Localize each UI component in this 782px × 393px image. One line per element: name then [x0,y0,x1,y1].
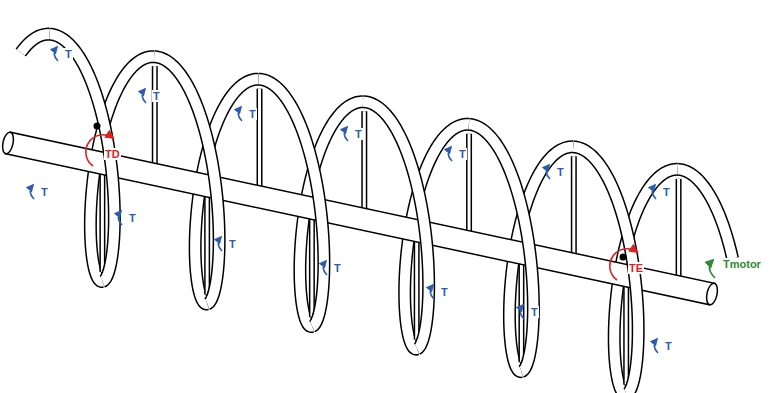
torque-label: T [248,108,257,120]
spoke [518,254,524,363]
spoke [466,134,472,243]
torque-arrow [709,260,715,278]
torque-label: T [40,186,49,198]
helix-outline [363,102,429,349]
spoke [204,186,210,295]
spoke [153,66,156,175]
helix-ribbon [363,102,429,349]
helix-ribbon [469,124,534,371]
torque-label: T [662,186,671,198]
spoke [363,111,366,220]
spoke [152,66,158,175]
helix-outline [154,57,219,304]
torque-label: T [333,262,342,274]
torque-label: T [664,340,673,352]
support-point [620,254,627,261]
torque-label: T [152,90,161,102]
helix-ribbon [154,57,219,304]
spoke [258,89,261,198]
spoke [257,89,263,198]
torque-arrow [344,127,348,141]
shaft-end [1,131,15,155]
spoke [571,156,577,265]
reaction-torque-label: TD [104,148,121,160]
spoke [414,231,420,340]
torque-arrow [323,261,327,275]
torque-label: T [354,128,363,140]
torque-arrow [54,47,58,61]
torque-label: T [458,148,467,160]
torque-label: T [530,306,539,318]
shaft-end [705,282,719,306]
torque-arrow [546,165,550,179]
torque-arrow [142,89,146,103]
torque-arrow [652,185,656,199]
torque-label: T [128,212,137,224]
torque-arrow [118,211,122,225]
spoke [309,209,315,318]
spoke [676,179,682,288]
torque-arrow [448,147,452,161]
spoke [572,156,575,265]
torque-arrow [218,237,222,251]
spoke [415,231,418,340]
helix-ribbon [21,34,50,53]
spoke [99,163,105,272]
spoke [468,134,471,243]
torque-label: T [228,238,237,250]
reaction-torque-label: TE [628,262,644,274]
spoke [310,209,313,318]
torque-label: T [556,166,565,178]
torque-arrow [238,107,242,121]
torque-arrow [430,285,434,299]
helix-outline [21,34,50,53]
torque-arrow [520,305,524,319]
helix-outline [469,124,534,371]
torque-label: T [440,286,449,298]
spoke [101,163,104,272]
spoke [206,186,209,295]
torque-arrow [30,185,34,199]
helix-outline [678,169,733,258]
spoke [625,276,628,385]
helix-ribbon [678,169,733,258]
motor-torque-label: Tmotor [722,258,762,270]
spoke [677,179,680,288]
torque-label: T [64,48,73,60]
support-point [94,123,101,130]
helix-outline [259,79,324,326]
helix-ribbon [259,79,324,326]
torque-arrow [654,339,658,353]
spoke [623,276,629,385]
